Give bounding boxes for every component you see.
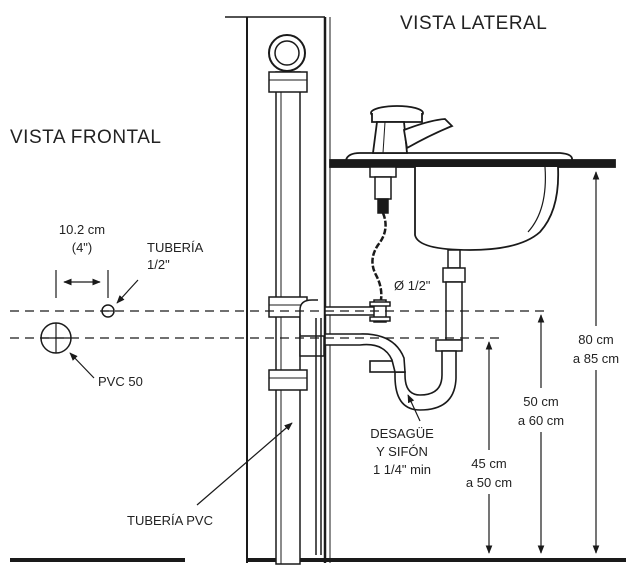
pvc-pipe-label: TUBERÍA PVC <box>127 513 213 528</box>
wall <box>225 16 331 563</box>
svg-text:a 50 cm: a 50 cm <box>466 475 512 490</box>
leader-lines <box>69 279 421 506</box>
spacing-dimension <box>55 270 109 298</box>
drain-label-line2: Y SIFÓN <box>376 444 428 459</box>
supply-height-label: 50 cm a 60 cm <box>510 388 572 432</box>
svg-text:a 60 cm: a 60 cm <box>518 413 564 428</box>
drain-tailpiece <box>435 249 466 352</box>
sink-height-label: 80 cm a 85 cm <box>566 326 626 370</box>
faucet-connector <box>369 166 397 306</box>
supply-diameter-label: Ø 1/2" <box>394 278 431 293</box>
front-view-symbols <box>40 304 115 354</box>
drain-label-line3: 1 1/4" min <box>373 462 431 477</box>
spacing-cm-label: 10.2 cm <box>59 222 105 237</box>
frontal-view-title: VISTA FRONTAL <box>10 127 162 148</box>
water-pipe-size-label: 1/2" <box>147 257 170 272</box>
reference-lines <box>10 310 550 339</box>
spacing-in-label: (4") <box>72 240 93 255</box>
svg-text:45 cm: 45 cm <box>471 456 506 471</box>
vertical-pvc-pipe <box>268 34 308 565</box>
pvc-50-label: PVC 50 <box>98 374 143 389</box>
drain-height-label: 45 cm a 50 cm <box>457 450 521 494</box>
sink <box>329 152 616 251</box>
svg-text:50 cm: 50 cm <box>523 394 558 409</box>
water-pipe-label: TUBERÍA <box>147 240 204 255</box>
svg-text:80 cm: 80 cm <box>578 332 613 347</box>
lateral-view-title: VISTA LATERAL <box>400 13 547 34</box>
pvc-branch <box>299 299 325 555</box>
svg-text:a 85 cm: a 85 cm <box>573 351 619 366</box>
faucet <box>370 105 454 154</box>
drain-label-line1: DESAGÜE <box>370 426 434 441</box>
